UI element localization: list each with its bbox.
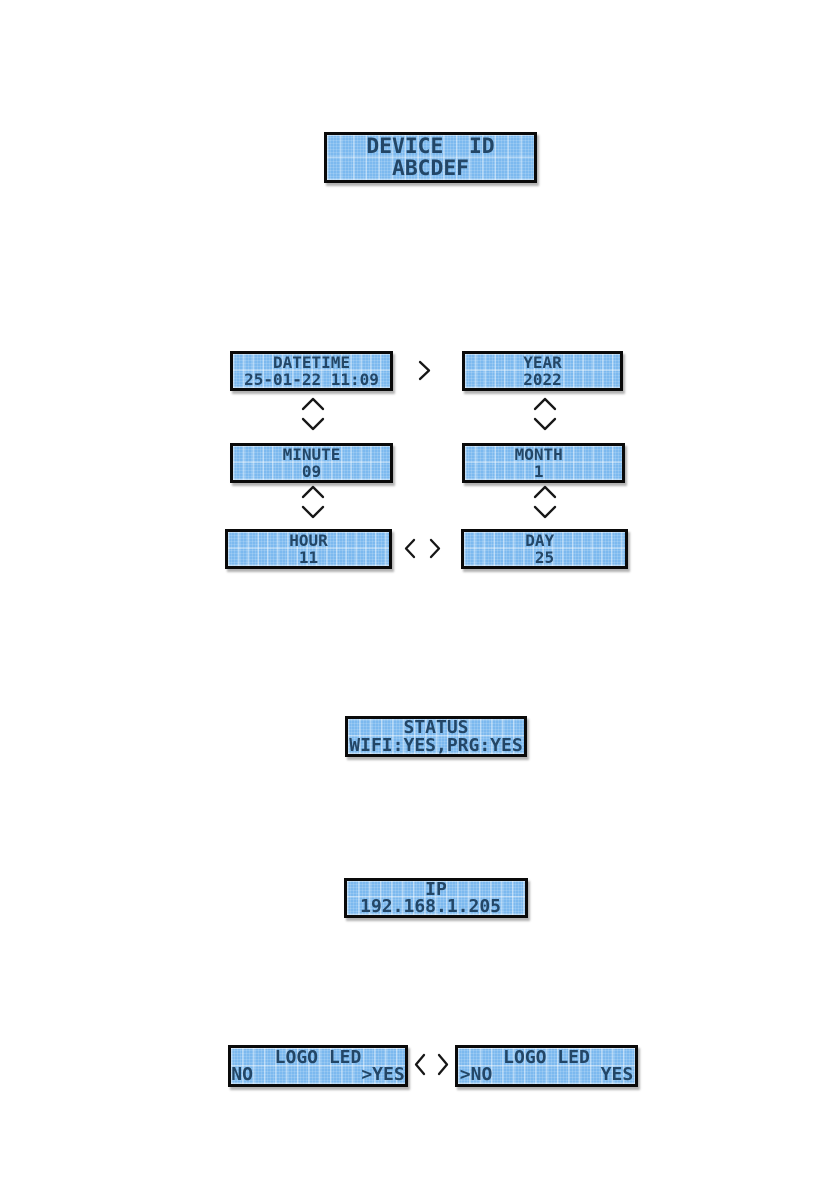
lcd-line2: 25 <box>467 548 622 567</box>
chevron-down-icon <box>301 417 325 431</box>
chevron-up-icon <box>301 485 325 499</box>
lcd-line1: DEVICE ID <box>327 133 534 159</box>
lcd-line1: DATETIME <box>234 353 389 372</box>
lcd-line1: IP <box>349 878 523 900</box>
lcd-line1: DAY <box>467 531 622 550</box>
lcd-screen-day: DAY 25 <box>461 529 628 569</box>
lcd-screen-ip: IP 192.168.1.205 <box>344 878 528 918</box>
chevron-up-icon <box>533 397 557 411</box>
chevron-right-icon <box>436 1053 449 1076</box>
chevron-down-icon <box>301 505 325 519</box>
lcd-line2: 1 <box>466 462 621 481</box>
lcd-line1: HOUR <box>231 531 386 550</box>
lcd-screen-status: STATUS WIFI:YES,PRG:YES <box>345 716 527 757</box>
lcd-screen-datetime: DATETIME 25-01-22 11:09 <box>230 351 393 391</box>
lcd-line1: MINUTE <box>234 445 389 464</box>
lcd-line1: LOGO LED <box>231 1046 405 1068</box>
chevron-down-icon <box>533 505 557 519</box>
chevron-up-icon <box>301 397 325 411</box>
lcd-line1: STATUS <box>349 717 523 738</box>
chevron-left-icon <box>414 1053 427 1076</box>
chevron-right-icon <box>417 360 432 381</box>
lcd-screen-logo-led-yes-marked: LOGO LED NO >YES <box>228 1045 408 1087</box>
lcd-screen-device-id: DEVICE ID ABCDEF <box>324 132 537 183</box>
chevron-up-icon <box>533 485 557 499</box>
lcd-line2: 09 <box>234 462 389 481</box>
lcd-line1: LOGO LED <box>459 1046 634 1068</box>
lcd-line1: YEAR <box>465 353 620 372</box>
lcd-line2: 25-01-22 11:09 <box>234 370 389 389</box>
lcd-line2: 11 <box>231 548 386 567</box>
lcd-line2: 2022 <box>465 370 620 389</box>
lcd-screen-logo-led-no-marked: LOGO LED >NO YES <box>455 1045 638 1087</box>
chevron-left-icon <box>404 538 417 559</box>
lcd-line1: MONTH <box>466 445 621 464</box>
lcd-screen-year: YEAR 2022 <box>462 351 623 391</box>
lcd-line2: WIFI:YES,PRG:YES <box>349 734 523 756</box>
lcd-line2: >NO YES <box>459 1064 634 1085</box>
lcd-screen-hour: HOUR 11 <box>225 529 392 569</box>
chevron-right-icon <box>428 538 441 559</box>
lcd-screen-minute: MINUTE 09 <box>230 443 393 483</box>
lcd-line2: NO >YES <box>231 1064 405 1085</box>
lcd-screen-month: MONTH 1 <box>462 443 625 483</box>
lcd-line2: ABCDEF <box>327 155 534 181</box>
lcd-line2: 192.168.1.205 <box>349 896 523 917</box>
chevron-down-icon <box>533 417 557 431</box>
